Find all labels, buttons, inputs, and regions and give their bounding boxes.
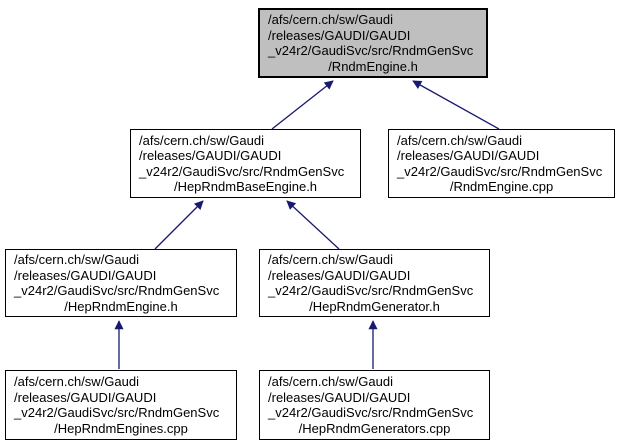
node-path-line: _v24r2/GaudiSvc/src/RndmGenSvc [14,283,220,298]
node-path-line: _v24r2/GaudiSvc/src/RndmGenSvc [14,405,220,420]
graph-node-rndm-engine-h: /afs/cern.ch/sw/Gaudi /releases/GAUDI/GA… [258,8,488,78]
node-path-line: _v24r2/GaudiSvc/src/RndmGenSvc [268,405,474,420]
node-file-line: /RndmEngine.h [328,58,418,74]
node-file-line: /HepRndmBaseEngine.h [173,179,318,194]
node-path-line: /afs/cern.ch/sw/Gaudi [139,132,264,148]
graph-node-hep-rndm-engines-cpp[interactable]: /afs/cern.ch/sw/Gaudi /releases/GAUDI/GA… [5,370,237,440]
node-path-line: /afs/cern.ch/sw/Gaudi [397,132,522,148]
node-path-line: _v24r2/GaudiSvc/src/RndmGenSvc [268,43,474,58]
node-path-line: /afs/cern.ch/sw/Gaudi [268,374,393,389]
node-file-line: /HepRndmGenerator.h [309,298,440,314]
node-file-line: /RndmEngine.cpp [449,179,554,194]
node-file-line: /HepRndmGenerators.cpp [298,420,451,436]
edge-rndmenginecpp-to-rndmengine [412,80,500,130]
node-file-line: /HepRndmEngines.cpp [54,420,188,436]
node-path-line: /afs/cern.ch/sw/Gaudi [14,374,139,389]
graph-node-hep-rndm-generators-cpp[interactable]: /afs/cern.ch/sw/Gaudi /releases/GAUDI/GA… [259,370,490,440]
node-file-line: /HepRndmEngine.h [64,298,178,314]
graph-node-hep-rndm-generator-h[interactable]: /afs/cern.ch/sw/Gaudi /releases/GAUDI/GA… [259,249,490,317]
node-path-line: _v24r2/GaudiSvc/src/RndmGenSvc [397,163,603,179]
edge-heprndmbaseengine-to-rndmengine [271,80,334,130]
node-path-line: /afs/cern.ch/sw/Gaudi [268,252,393,267]
edge-heprndmgenerator-to-heprndmbaseengine [286,200,340,250]
node-path-line: /afs/cern.ch/sw/Gaudi [14,252,139,267]
node-path-line: /releases/GAUDI/GAUDI [14,389,157,405]
node-path-line: /releases/GAUDI/GAUDI [397,148,540,163]
edge-heprndmengine-to-heprndmbaseengine [154,200,204,250]
node-path-line: /releases/GAUDI/GAUDI [268,27,411,43]
node-path-line: /releases/GAUDI/GAUDI [268,389,411,405]
node-path-line: _v24r2/GaudiSvc/src/RndmGenSvc [139,163,345,179]
graph-node-hep-rndm-engine-h[interactable]: /afs/cern.ch/sw/Gaudi /releases/GAUDI/GA… [5,249,237,317]
graph-node-hep-rndm-base-engine-h[interactable]: /afs/cern.ch/sw/Gaudi /releases/GAUDI/GA… [130,129,361,198]
node-path-line: /releases/GAUDI/GAUDI [139,148,282,163]
node-path-line: /releases/GAUDI/GAUDI [14,267,157,283]
graph-node-rndm-engine-cpp[interactable]: /afs/cern.ch/sw/Gaudi /releases/GAUDI/GA… [388,129,615,198]
node-path-line: _v24r2/GaudiSvc/src/RndmGenSvc [268,283,474,298]
node-path-line: /releases/GAUDI/GAUDI [268,267,411,283]
node-path-line: /afs/cern.ch/sw/Gaudi [268,12,393,27]
